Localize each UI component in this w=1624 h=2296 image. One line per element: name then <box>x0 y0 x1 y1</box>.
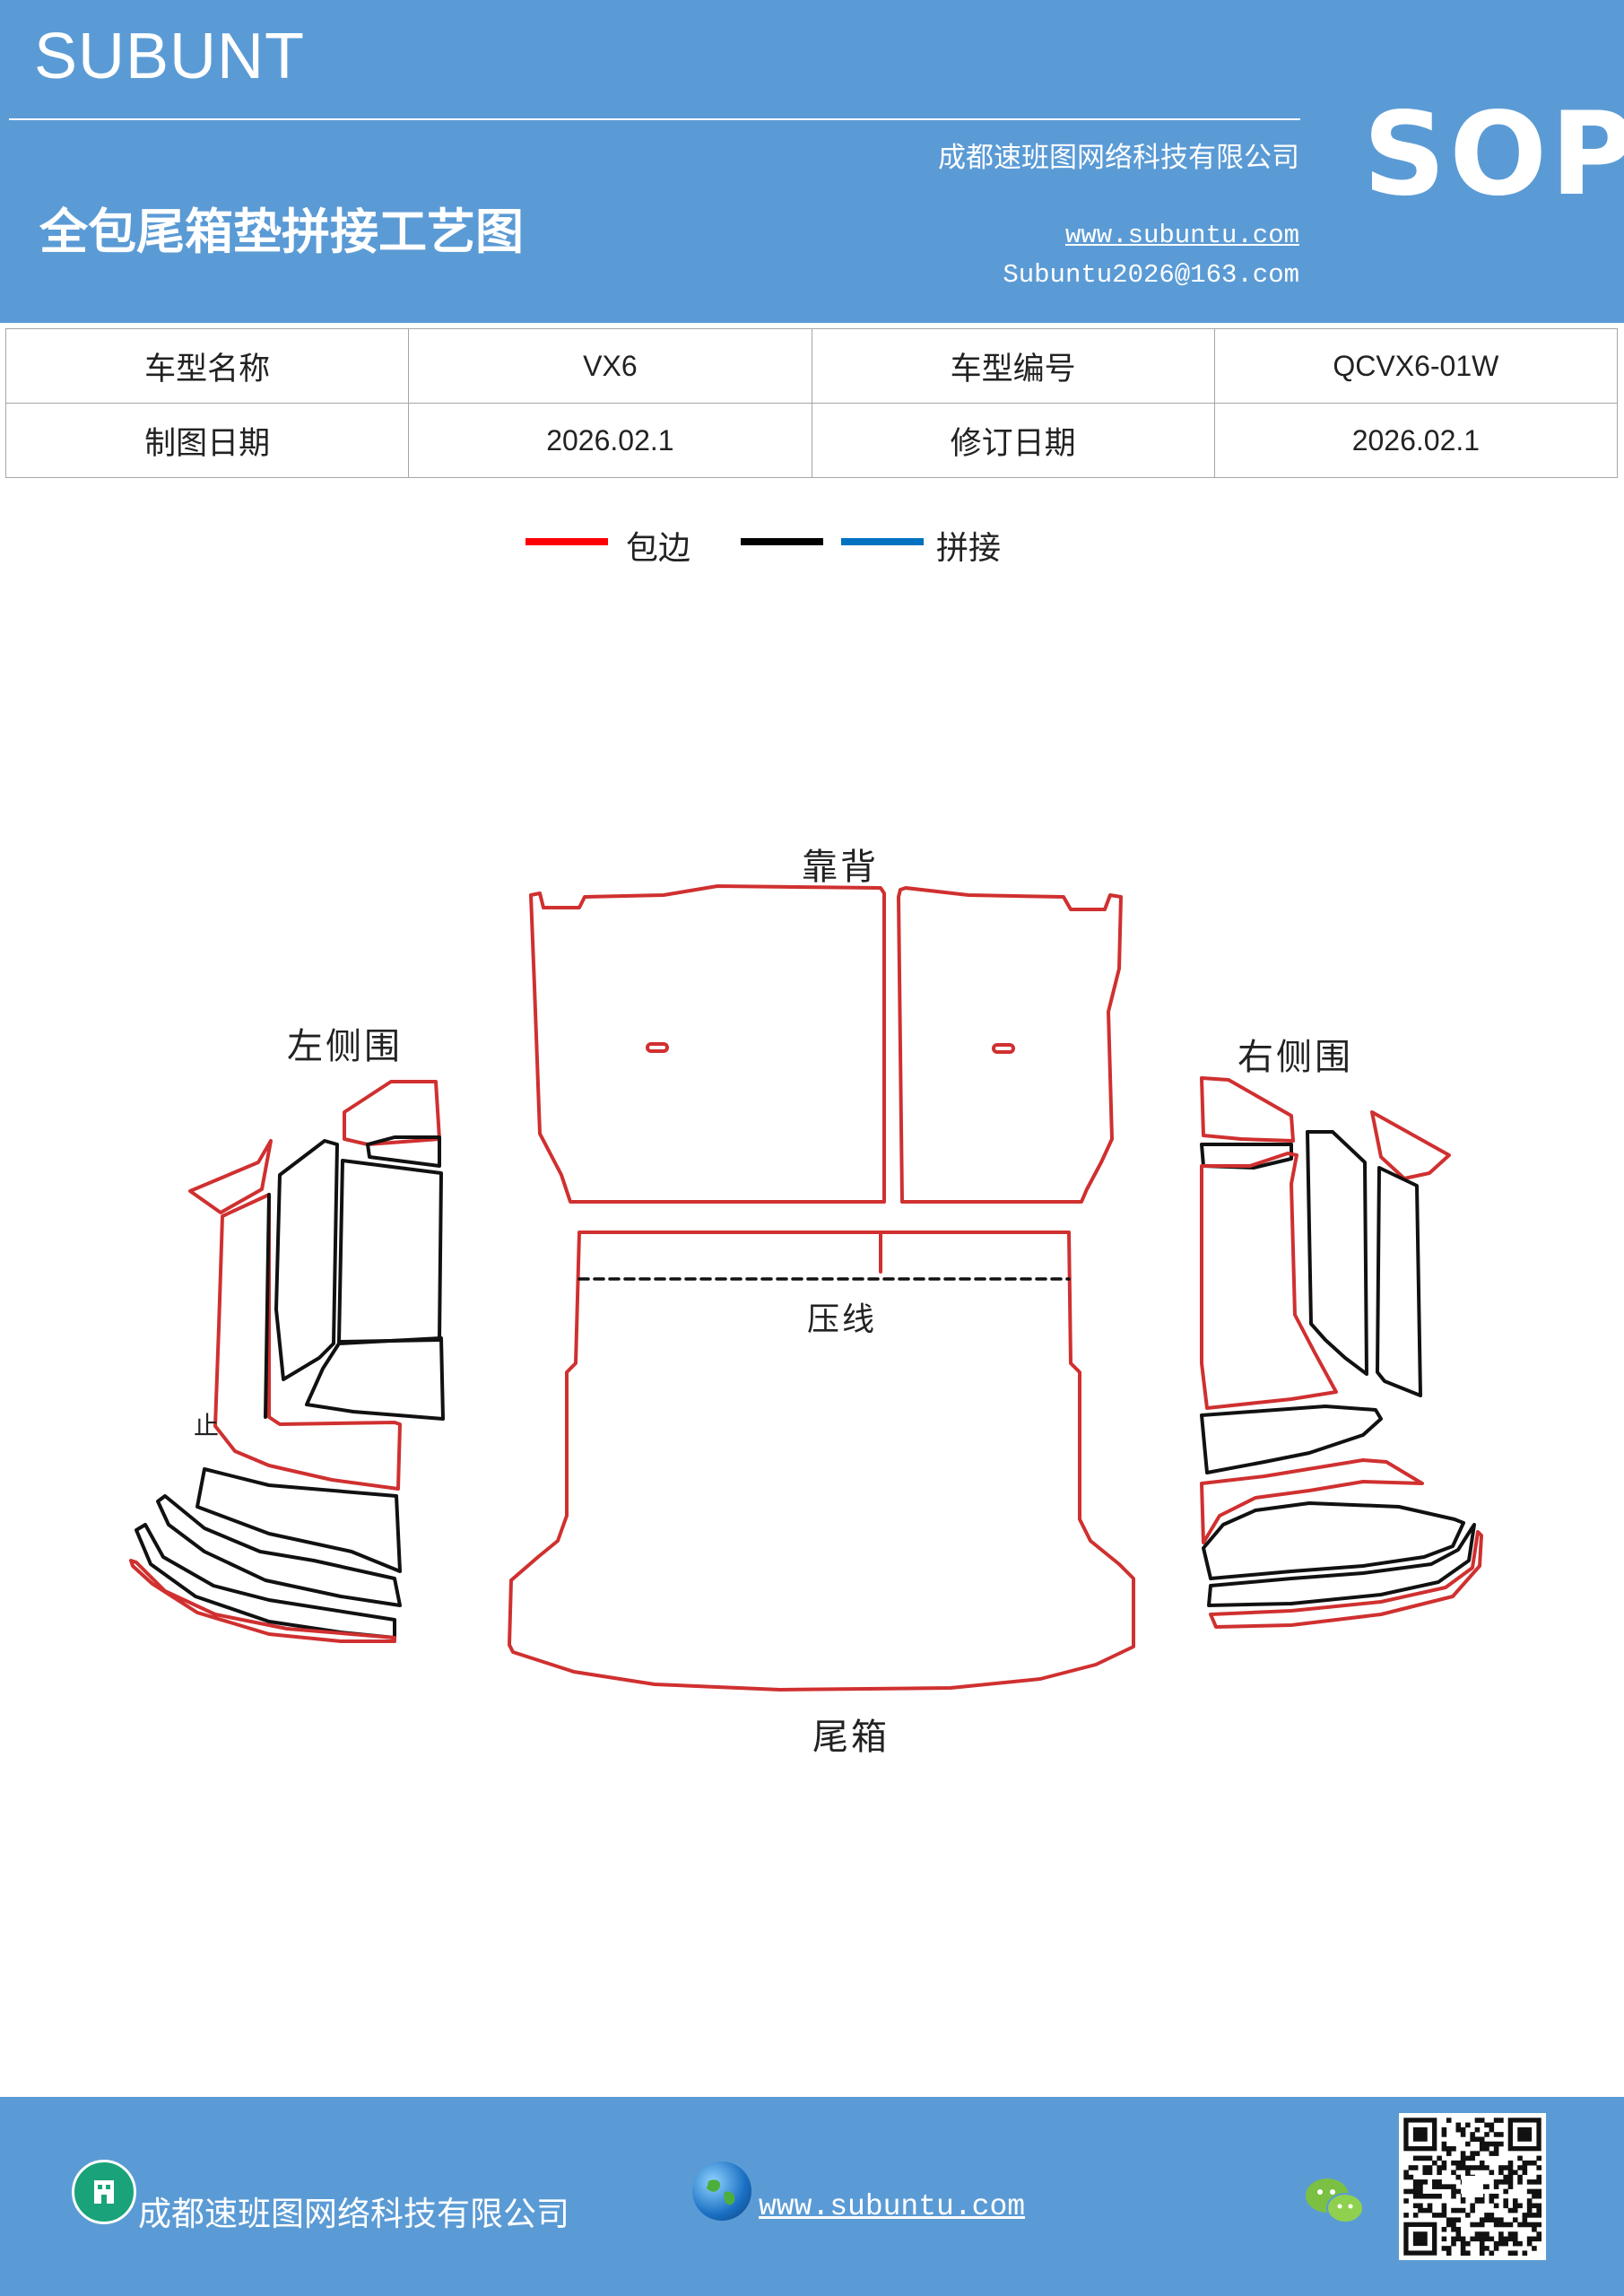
legend-label-seam: 拼接 <box>936 530 1002 567</box>
label-backrest: 靠背 <box>802 847 879 888</box>
headrest-slot-right <box>992 1043 1015 1054</box>
table-row: 制图日期 2026.02.1 修订日期 2026.02.1 <box>4 403 1619 478</box>
right-side-strip <box>1200 1143 1293 1170</box>
right-side-inner-panel <box>1376 1166 1422 1397</box>
left-side-upper-panel <box>337 1159 443 1344</box>
left-side-strip-2 <box>156 1494 402 1607</box>
legend-swatch-blue <box>841 538 924 545</box>
qr-code <box>1399 2113 1546 2260</box>
right-side-main-column <box>1200 1152 1338 1410</box>
trunk-floor-panel <box>508 1231 1135 1692</box>
label-trunk: 尾箱 <box>812 1717 890 1758</box>
backrest-left-panel <box>529 884 886 1204</box>
model-name-value: VX6 <box>408 328 812 404</box>
right-side-top-flap <box>1200 1076 1295 1143</box>
qr-code-graphic <box>1403 2118 1542 2257</box>
legend-swatch-black <box>741 538 823 545</box>
header-banner: SUBUNT SOP 成都速班图网络科技有限公司 全包尾箱垫拼接工艺图 www.… <box>0 0 1624 323</box>
legend-label-edge: 包边 <box>626 530 691 567</box>
legend-swatch-red <box>525 538 608 545</box>
website-link[interactable]: www.subuntu.com <box>1064 221 1299 250</box>
globe-icon <box>692 2161 751 2221</box>
table-row: 车型名称 VX6 车型编号 QCVX6-01W <box>4 328 1619 404</box>
vehicle-info-table: 车型名称 VX6 车型编号 QCVX6-01W 制图日期 2026.02.1 修… <box>4 328 1619 478</box>
sop-badge: SOP <box>1363 88 1624 222</box>
left-side-top-flap <box>343 1080 441 1146</box>
right-side-upper-panel <box>1306 1130 1368 1376</box>
right-side-lower-block <box>1200 1405 1383 1474</box>
model-name-label: 车型名称 <box>4 328 410 404</box>
draw-date-label: 制图日期 <box>4 403 410 478</box>
right-side-tab <box>1370 1110 1451 1180</box>
left-side-main-column <box>213 1193 402 1491</box>
revision-date-value: 2026.02.1 <box>1213 403 1619 478</box>
right-side-bottom-edge <box>1209 1530 1483 1629</box>
revision-date-label: 修订日期 <box>811 403 1215 478</box>
left-side-inner-panel <box>274 1139 339 1381</box>
right-side-strip-3 <box>1207 1523 1476 1607</box>
model-code-label: 车型编号 <box>811 328 1215 404</box>
label-stray-mark: 止 <box>194 1411 222 1440</box>
left-side-lower-block <box>305 1336 445 1421</box>
backrest-right-panel <box>897 886 1123 1204</box>
footer-website-link[interactable]: www.subuntu.com <box>759 2190 1026 2223</box>
document-title: 全包尾箱垫拼接工艺图 <box>39 204 524 260</box>
left-side-strip <box>366 1135 441 1168</box>
model-code-value: QCVX6-01W <box>1213 328 1619 404</box>
draw-date-value: 2026.02.1 <box>408 403 812 478</box>
wechat-icon[interactable] <box>1304 2176 1367 2228</box>
company-name: 成都速班图网络科技有限公司 <box>938 142 1299 174</box>
legend: 包边 拼接 <box>0 520 1624 574</box>
right-side-strip-2 <box>1202 1501 1465 1580</box>
label-right-side: 右侧围 <box>1238 1037 1353 1078</box>
footer-company-name: 成都速班图网络科技有限公司 <box>138 2195 569 2233</box>
left-side-strip-3 <box>135 1523 396 1639</box>
right-side-strip-1 <box>1200 1458 1424 1544</box>
left-side-bottom-edge <box>129 1559 396 1643</box>
footer-banner: 成都速班图网络科技有限公司 www.subuntu.com <box>0 2097 1624 2296</box>
headrest-slot-left <box>646 1042 669 1053</box>
label-left-side: 左侧围 <box>287 1026 403 1067</box>
left-side-tab <box>188 1139 273 1214</box>
building-icon <box>72 2160 136 2224</box>
header-divider <box>9 118 1300 120</box>
email-address: Subuntu2026@163.com <box>1003 260 1299 290</box>
left-side-strip-1 <box>195 1467 402 1573</box>
label-press-line: 压线 <box>807 1301 878 1338</box>
left-side-inner-seam <box>264 1193 271 1419</box>
brand-name: SUBUNT <box>34 21 306 92</box>
